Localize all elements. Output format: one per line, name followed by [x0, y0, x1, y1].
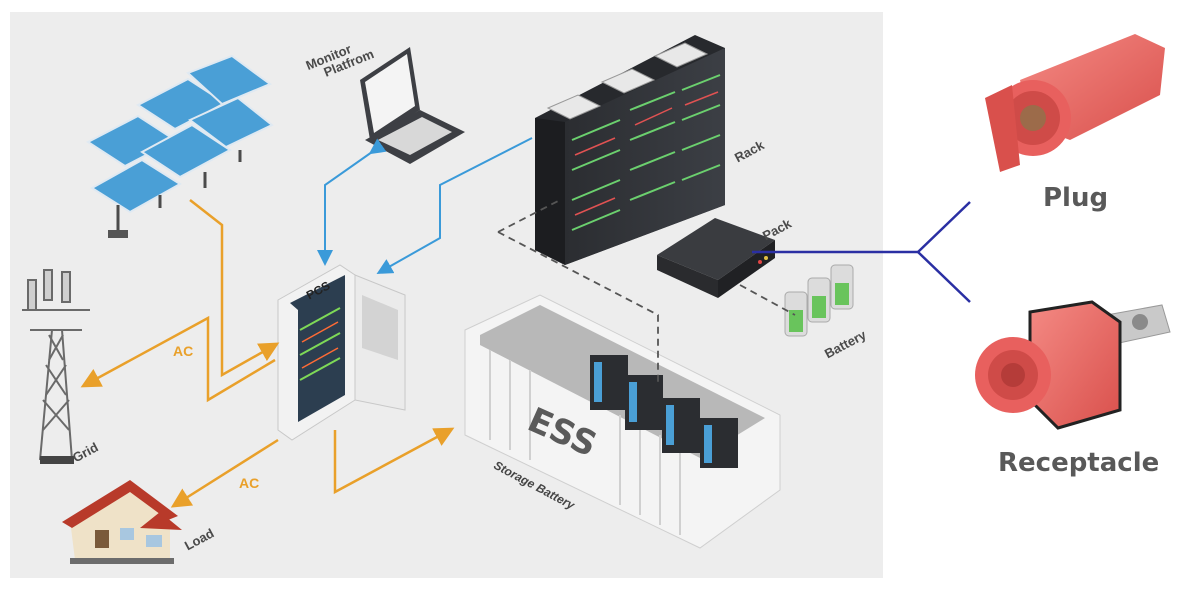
pcs-cabinet-icon [277, 264, 406, 441]
plug-connector-icon [985, 34, 1165, 172]
solar-panel-icon [86, 54, 274, 238]
ac-flow-lines [80, 199, 455, 508]
monitor-laptop-icon [360, 47, 465, 164]
ess-container-icon [464, 294, 781, 549]
receptacle-connector-icon [975, 300, 1171, 430]
grid-tower-icon [22, 269, 90, 464]
plug-label: Plug [1043, 183, 1109, 213]
dashed-links [497, 199, 796, 385]
connector-branch-lines [752, 201, 971, 303]
house-icon [62, 480, 182, 564]
ac-label-left: AC [173, 343, 194, 359]
rack-icon [535, 35, 725, 265]
ac-label-bottom: AC [239, 475, 260, 491]
pack-icon [657, 218, 775, 298]
data-flow-lines [317, 137, 533, 274]
receptacle-label: Receptacle [998, 448, 1160, 478]
battery-cells-icon [784, 264, 854, 337]
